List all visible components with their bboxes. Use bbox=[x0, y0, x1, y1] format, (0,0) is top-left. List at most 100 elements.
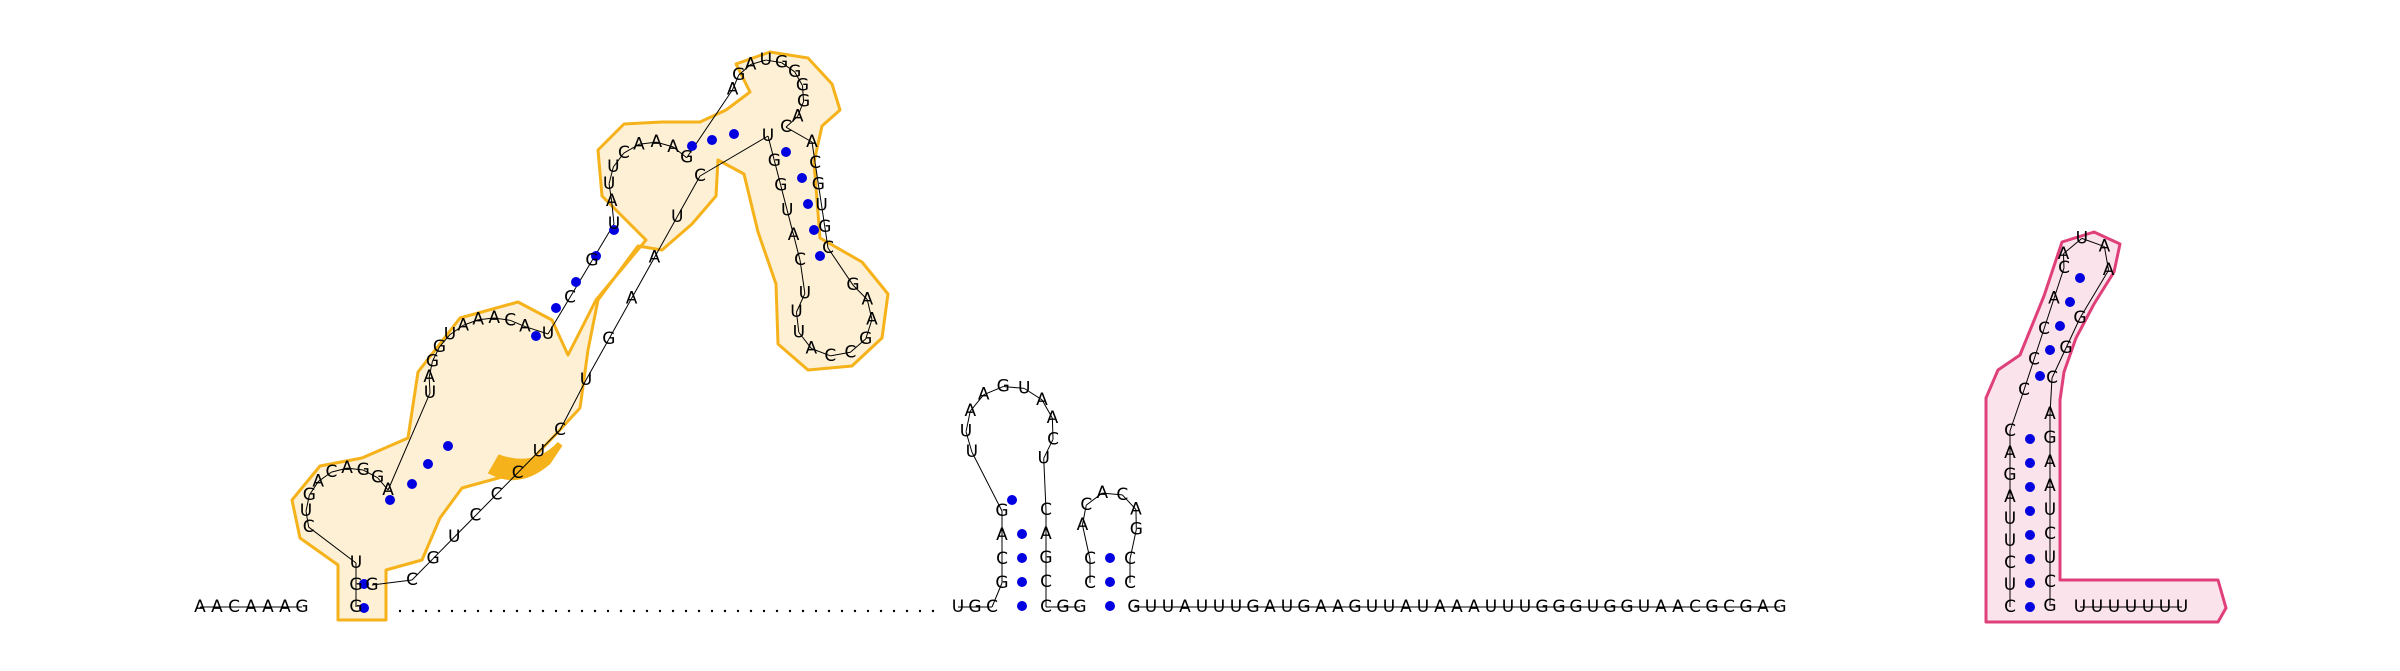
backbone-segment bbox=[798, 332, 812, 349]
unresolved-backbone-dot bbox=[697, 609, 701, 613]
base-pair-dot bbox=[531, 331, 541, 341]
base-pair-dot bbox=[2035, 371, 2045, 381]
long-tail-base: C bbox=[1723, 597, 1735, 617]
backbone-segment bbox=[1085, 492, 1103, 506]
long-tail-base: U bbox=[1366, 597, 1378, 617]
base-pair-dot bbox=[729, 129, 739, 139]
orange-domain-base: U bbox=[300, 501, 312, 521]
unresolved-backbone-dot bbox=[762, 609, 766, 613]
unresolved-backbone-dot bbox=[671, 609, 675, 613]
pink-domain-base: A bbox=[2044, 476, 2056, 496]
pink-domain-base: C bbox=[2058, 258, 2070, 278]
orange-domain-base: G bbox=[602, 329, 615, 349]
pink-domain-base: A bbox=[2044, 452, 2056, 472]
backbone-segment bbox=[431, 346, 440, 362]
backbone-segment bbox=[983, 386, 1004, 396]
backbone-segment bbox=[2049, 377, 2053, 415]
long-tail-base: G bbox=[1620, 597, 1633, 617]
orange-domain-base: G bbox=[818, 217, 831, 237]
unresolved-backbone-dot bbox=[892, 609, 896, 613]
long-tail-base: A bbox=[1451, 597, 1463, 617]
backbone-segment bbox=[308, 526, 357, 564]
pink-domain-base: A bbox=[2048, 289, 2060, 309]
hairpin-1-base: G bbox=[1073, 597, 1086, 617]
backbone-segment bbox=[865, 319, 873, 340]
orange-domain-base: U bbox=[799, 284, 811, 304]
hairpin-2-base: G bbox=[1130, 520, 1143, 540]
orange-domain-base: A bbox=[727, 80, 739, 100]
unresolved-backbone-dot bbox=[918, 609, 922, 613]
backbone-segment bbox=[2053, 267, 2065, 299]
unresolved-backbone-dot bbox=[801, 609, 805, 613]
unresolved-backbone-dot bbox=[515, 609, 519, 613]
orange-domain-base: A bbox=[382, 480, 394, 500]
orange-domain-base: G bbox=[426, 351, 439, 371]
pink-domain-base: G bbox=[2059, 338, 2072, 358]
base-pair-dot bbox=[551, 303, 561, 313]
backbone-segment bbox=[767, 135, 775, 161]
orange-domain-base: G bbox=[357, 460, 370, 480]
backbone-segment bbox=[732, 74, 740, 90]
backbone-segment bbox=[814, 163, 819, 185]
base-pair-dots bbox=[359, 129, 2085, 613]
base-pair-dot bbox=[359, 579, 369, 589]
orange-domain-base: A bbox=[519, 317, 531, 337]
base-pair-dot bbox=[1017, 577, 1027, 587]
long-tail-base: A bbox=[1332, 597, 1344, 617]
backbone-segment bbox=[1081, 524, 1091, 560]
orange-domain-base: U bbox=[781, 200, 793, 220]
backbone-segment bbox=[786, 210, 795, 236]
orange-domain-base: G bbox=[349, 575, 362, 595]
long-tail-base: G bbox=[1297, 597, 1310, 617]
hairpin-2-base: C bbox=[1124, 573, 1136, 593]
unresolved-backbone-dot bbox=[775, 609, 779, 613]
backbone-segment bbox=[866, 299, 873, 320]
orange-domain-base: U bbox=[424, 383, 436, 403]
orange-domain-base: A bbox=[472, 310, 484, 330]
unresolved-backbone-dot bbox=[684, 609, 688, 613]
unresolved-backbone-dot bbox=[450, 609, 454, 613]
five-prime-tail-base: G bbox=[295, 597, 308, 617]
unresolved-backbone-dot bbox=[580, 609, 584, 613]
base-pair-dot bbox=[2055, 321, 2065, 331]
unresolved-backbone-dot bbox=[502, 609, 506, 613]
pink-domain-base: U bbox=[2076, 228, 2088, 248]
hairpin-2-base: A bbox=[1077, 515, 1089, 535]
orange-domain-base: C bbox=[504, 310, 516, 330]
long-tail-base: G bbox=[1603, 597, 1616, 617]
backbone-segment bbox=[676, 175, 701, 218]
backbone-segment bbox=[317, 471, 332, 482]
pink-domain-base: C bbox=[2044, 524, 2056, 544]
five-prime-tail-base: A bbox=[245, 597, 257, 617]
backbone-segment bbox=[608, 183, 613, 202]
orange-domain-base: U bbox=[580, 370, 592, 390]
orange-domain-base: G bbox=[349, 597, 362, 617]
backbone-segment bbox=[524, 326, 549, 335]
long-tail-base: C bbox=[1689, 597, 1701, 617]
backbone-segment bbox=[773, 160, 782, 186]
unresolved-backbone-dot bbox=[645, 609, 649, 613]
orange-domain-base: C bbox=[512, 463, 524, 483]
orange-domain-base: C bbox=[554, 420, 566, 440]
orange-domain-base: U bbox=[444, 325, 456, 345]
five-prime-tail-base: C bbox=[228, 597, 240, 617]
backbone-segment bbox=[2063, 237, 2083, 255]
orange-domain-base: A bbox=[745, 54, 757, 74]
pink-domain-base: C bbox=[2018, 380, 2030, 400]
backbone-segment bbox=[569, 260, 593, 298]
long-tail-base: A bbox=[1672, 597, 1684, 617]
long-tail-base: U bbox=[1638, 597, 1650, 617]
backbone-segment bbox=[793, 235, 801, 261]
orange-domain-base: U bbox=[350, 553, 362, 573]
orange-domain-base: A bbox=[806, 132, 818, 152]
five-prime-tail-base: A bbox=[211, 597, 223, 617]
orange-domain-base: A bbox=[457, 315, 469, 335]
long-tail-base: G bbox=[1773, 597, 1786, 617]
long-tail-base: G bbox=[1705, 597, 1718, 617]
backbone-segment bbox=[1081, 505, 1087, 525]
long-tail-base: A bbox=[1400, 597, 1412, 617]
pink-domain-base: G bbox=[2043, 596, 2056, 616]
hairpin-1-base: C bbox=[1040, 572, 1052, 592]
